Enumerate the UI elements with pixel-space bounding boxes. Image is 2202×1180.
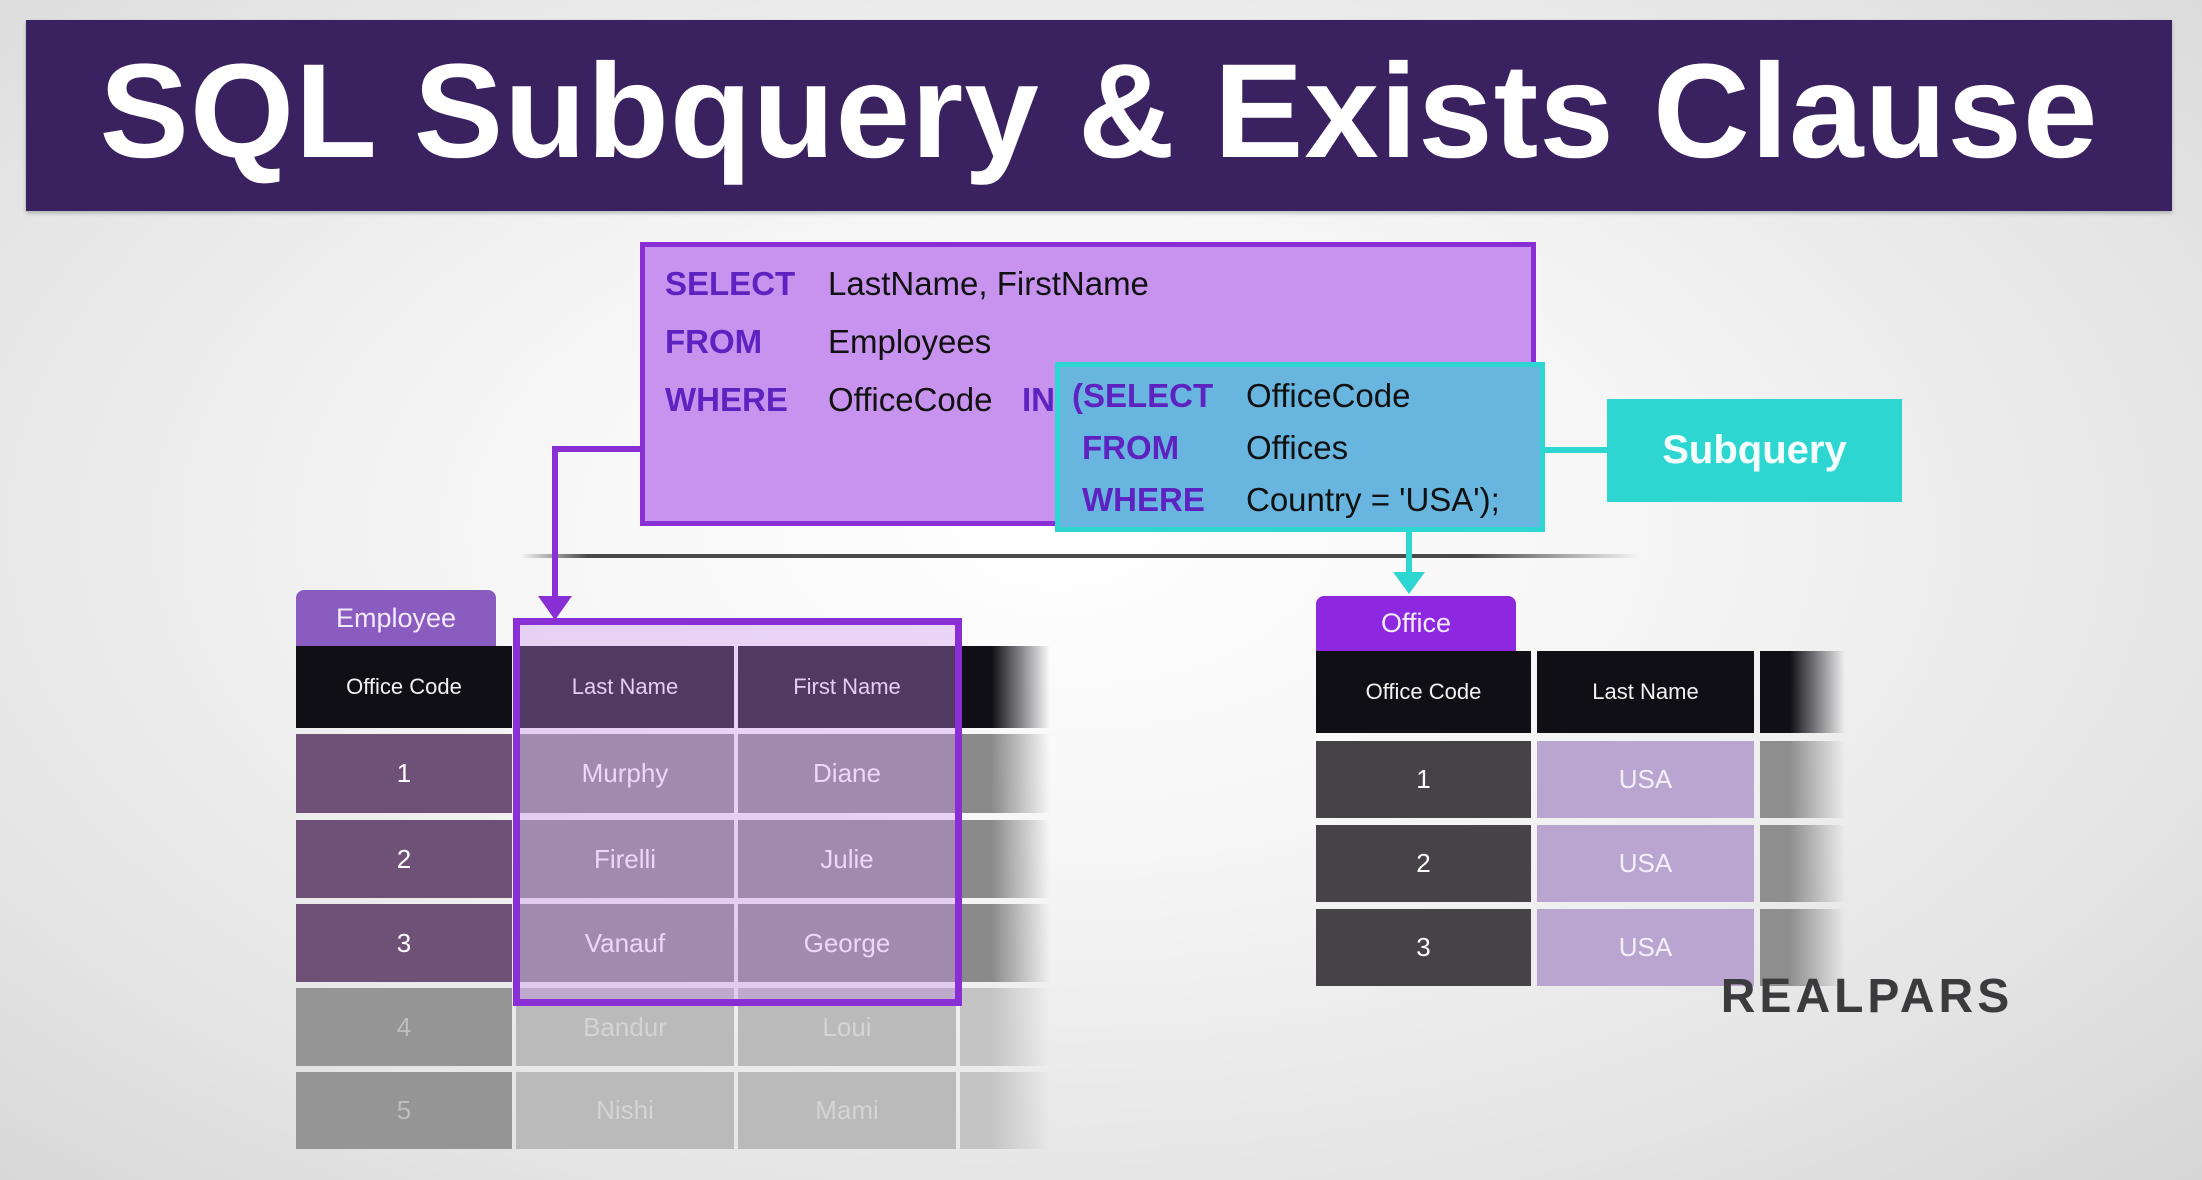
sql-keyword-where: WHERE (665, 381, 788, 418)
subquery-label: Subquery (1607, 399, 1902, 502)
office-table-title: Office (1380, 608, 1452, 638)
subquery-keyword-where: WHERE (1082, 481, 1205, 518)
subquery-from-table: Offices (1246, 429, 1349, 466)
subquery-keyword-select: (SELECT (1072, 377, 1214, 414)
employee-table-tab: Employee (296, 590, 496, 646)
arrow-down-icon (538, 596, 572, 620)
employee-row1-first: Diane (738, 734, 956, 813)
office-row1-country: USA (1537, 741, 1754, 818)
office-row1-faded (1760, 741, 1845, 818)
selected-columns-highlight (513, 618, 962, 1006)
employee-header-faded (960, 646, 1050, 728)
sql-from-table: Employees (828, 323, 992, 360)
employee-header-last-name: Last Name (516, 646, 734, 728)
employee-row4-code: 4 (296, 988, 512, 1066)
subquery-box: (SELECT OfficeCode FROM Offices WHERE Co… (1055, 362, 1545, 532)
office-table-tab: Office (1316, 596, 1516, 651)
employee-row5-code: 5 (296, 1072, 512, 1149)
subquery-keyword-from: FROM (1082, 429, 1180, 466)
realpars-logo: REALPARS (1662, 970, 2072, 1023)
sql-select-columns: LastName, FirstName (828, 265, 1149, 302)
sql-keyword-select: SELECT (665, 265, 796, 302)
employee-row3-first: George (738, 904, 956, 982)
employee-row3-last: Vanauf (516, 904, 734, 982)
office-header-last-name: Last Name (1537, 651, 1754, 733)
employee-row1-last: Murphy (516, 734, 734, 813)
subquery-where-condition: Country = 'USA'); (1246, 481, 1500, 518)
employee-row5-faded (960, 1072, 1050, 1149)
sql-where-column: OfficeCode (828, 381, 993, 418)
office-row3-code: 3 (1316, 909, 1531, 986)
employee-header-first-name: First Name (738, 646, 956, 728)
employee-header-office-code: Office Code (296, 646, 512, 728)
employee-row2-last: Firelli (516, 820, 734, 898)
office-row3-country: USA (1537, 909, 1754, 986)
employee-row1-faded (960, 734, 1050, 813)
main-query-connector-h (552, 446, 642, 452)
title-banner: SQL Subquery & Exists Clause (26, 20, 2172, 211)
sql-keyword-in: IN (1022, 381, 1055, 418)
employee-row2-first: Julie (738, 820, 956, 898)
employee-row2-code: 2 (296, 820, 512, 898)
office-row2-faded (1760, 825, 1845, 902)
office-header-office-code: Office Code (1316, 651, 1531, 733)
realpars-logo-icon: REALPARS (1721, 970, 2013, 1023)
employee-row3-code: 3 (296, 904, 512, 982)
office-header-faded (1760, 651, 1845, 733)
employee-row4-faded (960, 988, 1050, 1066)
subquery-connector-v (1406, 530, 1412, 580)
office-row1-code: 1 (1316, 741, 1531, 818)
employee-row2-faded (960, 820, 1050, 898)
subquery-select-column: OfficeCode (1246, 377, 1411, 414)
logo-text: REALPARS (1721, 970, 2013, 1020)
page-title: SQL Subquery & Exists Clause (99, 36, 2099, 186)
office-row3-faded (1760, 909, 1845, 986)
office-row2-country: USA (1537, 825, 1754, 902)
subquery-label-connector (1545, 447, 1607, 453)
divider-line (520, 554, 1640, 558)
arrow-down-icon (1393, 572, 1425, 594)
employee-row5-last: Nishi (516, 1072, 734, 1149)
subquery-label-text: Subquery (1662, 428, 1847, 472)
sql-keyword-from: FROM (665, 323, 763, 360)
employee-table-title: Employee (335, 602, 457, 633)
employee-row5-first: Mami (738, 1072, 956, 1149)
main-query-connector-v (552, 446, 558, 598)
employee-row1-code: 1 (296, 734, 512, 813)
employee-row3-faded (960, 904, 1050, 982)
office-row2-code: 2 (1316, 825, 1531, 902)
